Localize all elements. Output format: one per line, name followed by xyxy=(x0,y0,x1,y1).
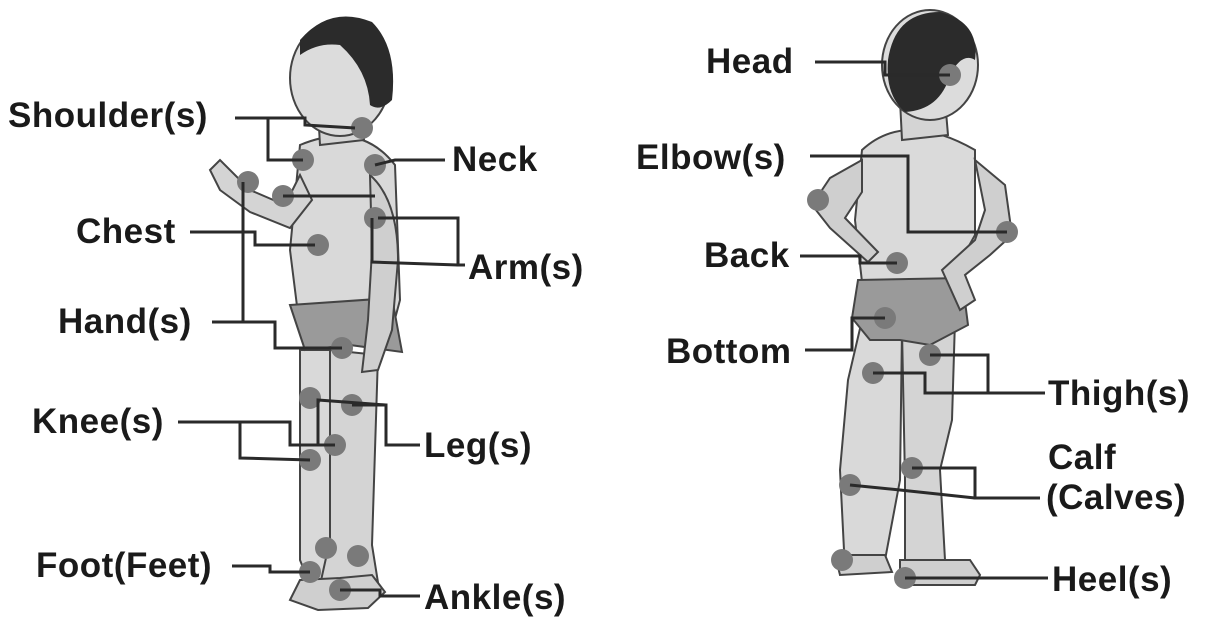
label-shoulders: Shoulder(s) xyxy=(8,98,208,133)
label-thighs: Thigh(s) xyxy=(1048,376,1190,411)
label-legs: Leg(s) xyxy=(424,428,532,463)
label-elbows: Elbow(s) xyxy=(636,140,786,175)
label-back: Back xyxy=(704,238,790,273)
label-calves-line2: (Calves) xyxy=(1046,480,1186,515)
label-ankles: Ankle(s) xyxy=(424,580,566,615)
front-leg-front xyxy=(320,350,380,605)
label-neck: Neck xyxy=(452,142,538,177)
leader-shoulders xyxy=(235,118,303,160)
label-heels: Heel(s) xyxy=(1052,562,1172,597)
front-view-figure xyxy=(210,16,402,610)
label-hands: Hand(s) xyxy=(58,304,192,339)
label-feet: Foot(Feet) xyxy=(36,548,212,583)
label-arms: Arm(s) xyxy=(468,250,584,285)
label-chest: Chest xyxy=(76,214,176,249)
label-bottom: Bottom xyxy=(666,334,791,369)
back-leg-left xyxy=(840,320,902,570)
back-view-figure xyxy=(807,10,1018,589)
label-knees: Knee(s) xyxy=(32,404,164,439)
leader-feet xyxy=(232,566,310,572)
label-head: Head xyxy=(706,44,794,79)
label-calves-line1: Calf xyxy=(1048,440,1116,475)
